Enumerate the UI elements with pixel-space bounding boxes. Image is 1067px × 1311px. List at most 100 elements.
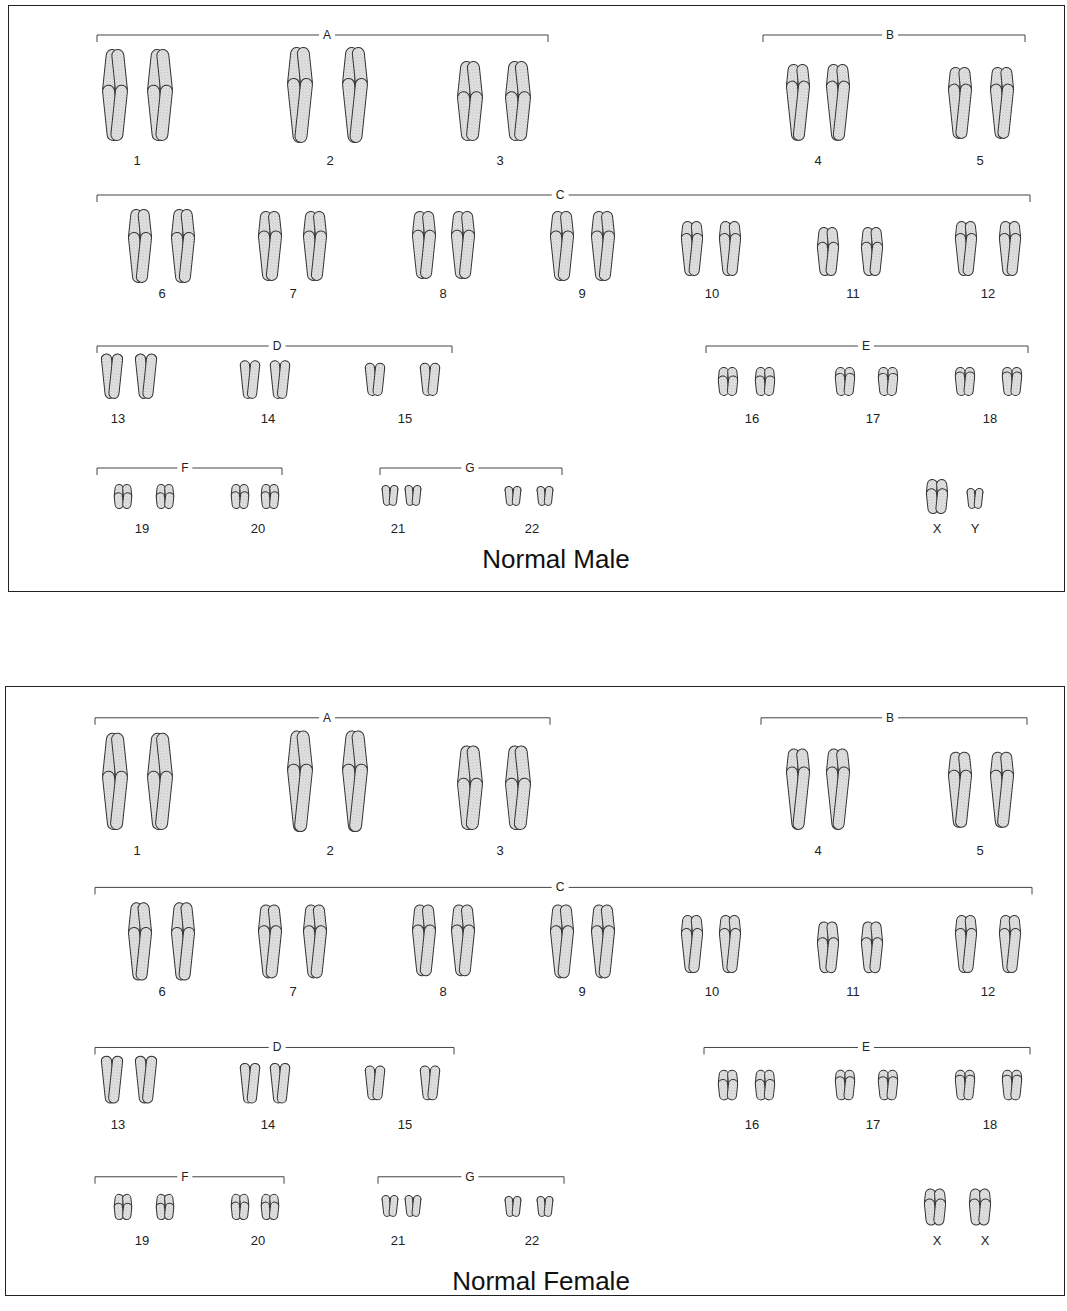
chromosome — [999, 915, 1021, 973]
chromatid-arm — [826, 242, 840, 276]
chromosome — [681, 915, 703, 973]
chromatid-arm — [726, 928, 741, 973]
chromatid-arm — [599, 925, 615, 978]
chromatid-arm — [349, 78, 368, 143]
chromosome — [718, 367, 738, 396]
chromatid-arm — [459, 230, 475, 279]
chromatid-arm — [269, 1202, 279, 1220]
chromosome — [924, 1188, 946, 1225]
group-letter: B — [882, 29, 898, 41]
group-letter: G — [461, 1171, 478, 1183]
chromosome — [826, 749, 850, 830]
chromosome-number: 14 — [261, 1117, 275, 1130]
chromatid-arm — [142, 353, 157, 398]
chromosome-number: 4 — [814, 844, 821, 857]
chromosome — [817, 227, 839, 276]
chromatid-arm — [311, 230, 327, 281]
chromatid-arm — [833, 766, 851, 830]
chromosome — [261, 484, 279, 509]
chromosome-number: 7 — [289, 287, 296, 300]
chromosome — [990, 67, 1014, 139]
chromosome-number: 7 — [289, 985, 296, 998]
chromatid-arm — [122, 1203, 132, 1220]
chromatid-arm — [887, 373, 898, 396]
chromatid-arm — [459, 924, 475, 976]
chromatid-arm — [833, 81, 850, 141]
chromosome-number: 12 — [981, 287, 995, 300]
chromosome-number: 1 — [133, 844, 140, 857]
chromatid-arm — [963, 233, 977, 276]
chromosome — [114, 484, 132, 509]
chromatid-arm — [266, 925, 282, 978]
chromosome-number: 17 — [866, 1117, 880, 1130]
chromatid-arm — [870, 242, 884, 276]
chromosome — [955, 915, 977, 973]
chromosome-number: 6 — [158, 287, 165, 300]
chromosome — [303, 904, 327, 978]
chromosome — [135, 353, 157, 398]
chromatid-arm — [110, 85, 128, 141]
chromosome — [537, 1196, 553, 1217]
chromatid-arm — [512, 1196, 521, 1217]
chromosome — [420, 363, 440, 396]
chromatid-arm — [294, 78, 313, 143]
chromatid-arm — [239, 491, 249, 509]
chromosome — [258, 904, 282, 978]
chromosome — [755, 367, 775, 396]
chromosome — [258, 211, 282, 281]
group-letter: B — [882, 712, 898, 724]
chromosome — [135, 1056, 157, 1104]
chromatid-arm — [997, 84, 1014, 139]
chromosome — [861, 227, 883, 276]
chromosome — [405, 485, 421, 506]
chromatid-arm — [114, 1203, 124, 1220]
chromatid-arm — [793, 81, 810, 141]
chromosome-number: 18 — [983, 412, 997, 425]
chromatid-arm — [389, 485, 398, 506]
chromosome — [591, 904, 615, 978]
chromatid-arm — [122, 492, 132, 508]
group-letter: E — [858, 340, 874, 352]
chromatid-arm — [269, 491, 279, 509]
chromosome — [505, 486, 521, 506]
chromosome-number: 5 — [976, 844, 983, 857]
chromosome — [128, 209, 152, 283]
chromosome-number: 3 — [496, 154, 503, 167]
chromosome-number: 12 — [981, 985, 995, 998]
chromosome-number: 14 — [261, 412, 275, 425]
chromosome — [755, 1070, 775, 1100]
chromatid-arm — [764, 376, 775, 396]
chromosome-number: 11 — [846, 287, 860, 300]
chromatid-arm — [727, 1079, 738, 1100]
chromosome — [342, 730, 368, 832]
chromosome — [786, 64, 810, 141]
chromosome — [451, 904, 475, 976]
chromosome — [156, 484, 174, 509]
chromosome — [231, 1194, 249, 1220]
chromatid-arm — [349, 764, 368, 833]
chromatid-arm — [844, 373, 855, 396]
chromosome — [681, 221, 703, 276]
chromosome — [591, 211, 615, 281]
chromosome-number: 16 — [745, 412, 759, 425]
chromatid-arm — [136, 927, 153, 981]
chromatid-arm — [389, 1195, 398, 1217]
chromosome — [948, 752, 972, 828]
chromatid-arm — [294, 764, 313, 833]
chromatid-arm — [964, 372, 976, 396]
chromosome — [537, 486, 553, 506]
chromatid-arm — [247, 1063, 260, 1103]
chromosome — [955, 1070, 975, 1100]
chromosome-number: 13 — [111, 1117, 125, 1130]
chromatid-arm — [266, 230, 282, 281]
chromosome — [171, 209, 195, 283]
chromosome — [303, 211, 327, 281]
karyotype-panel: Normal Male — [8, 5, 1065, 592]
chromosome — [240, 1063, 260, 1103]
chromosome — [878, 367, 898, 396]
chromosome-number: 5 — [976, 154, 983, 167]
chromosome — [719, 915, 741, 973]
chromosome — [955, 367, 975, 396]
chromatid-arm — [142, 1056, 157, 1104]
